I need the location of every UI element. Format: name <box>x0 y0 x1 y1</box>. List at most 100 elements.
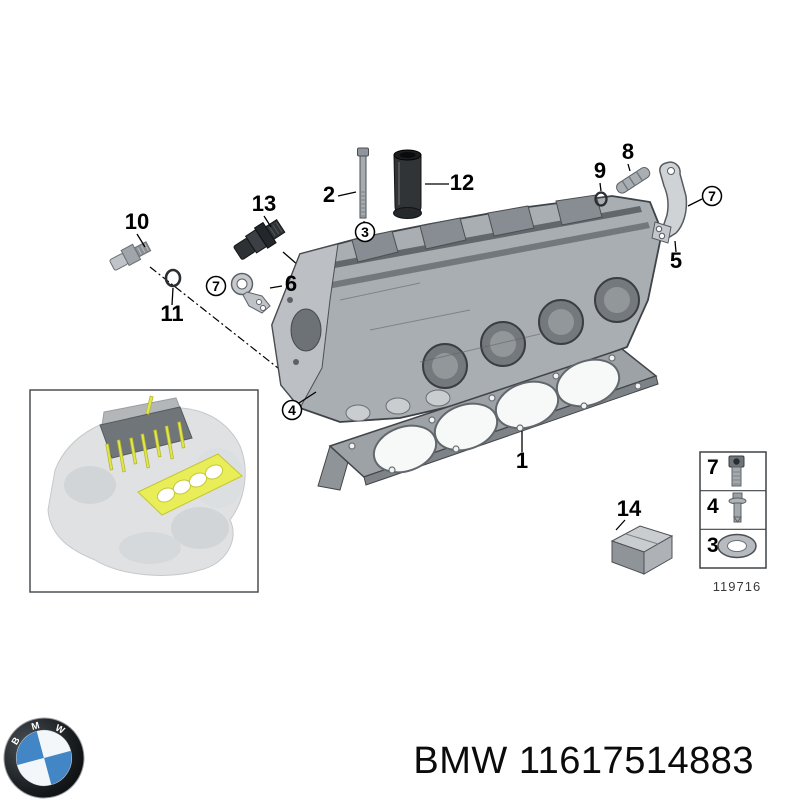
bracket-part-5 <box>651 161 688 244</box>
bolt <box>145 395 154 415</box>
sleeve-opening <box>399 152 416 158</box>
hole <box>580 402 588 410</box>
thread-ridges <box>137 243 149 255</box>
head-bolt-part-2 <box>357 147 369 219</box>
bolt <box>129 437 138 465</box>
bracket-part-6 <box>230 272 271 314</box>
leader-line <box>687 198 703 207</box>
box-seam <box>625 533 659 545</box>
leader-line <box>599 182 602 192</box>
rib-line <box>339 282 421 301</box>
socket-head-bolt-icon <box>728 455 745 487</box>
bolt <box>164 425 174 460</box>
engine-detail <box>64 466 116 504</box>
callout-circle-7-right <box>701 185 723 207</box>
leader-line <box>136 233 146 248</box>
flange-bolt-icon <box>728 492 747 523</box>
leader-line <box>263 215 272 228</box>
leader-line <box>298 391 317 404</box>
camshaft-rail-2 <box>310 222 650 292</box>
rib-line <box>419 333 541 363</box>
cylinder-head-drawing <box>271 194 663 423</box>
leader-line <box>337 191 357 197</box>
leader-line <box>171 287 174 306</box>
gasket-hole <box>204 464 224 480</box>
bolt <box>116 439 126 473</box>
callout-7-left: 7 <box>212 278 220 294</box>
hole <box>608 354 616 362</box>
hole <box>260 305 266 311</box>
legend-ref-3: 3 <box>707 534 719 557</box>
o-ring-part-9 <box>594 191 608 207</box>
leader-line <box>627 163 631 172</box>
ring-hole <box>236 278 248 290</box>
washer-hole <box>727 540 747 552</box>
cam-bore-inner <box>604 287 630 313</box>
bolt <box>177 421 186 449</box>
callout-13: 13 <box>252 191 276 216</box>
bolt-dot <box>293 359 299 365</box>
sleeve-flange <box>393 207 422 219</box>
callouts: 10 11 13 2 12 9 8 5 6 1 14 7 7 3 4 <box>125 139 723 531</box>
camshaft-rail <box>300 206 642 274</box>
bolt <box>105 443 114 471</box>
fastener-legend: 7 4 3 119716 <box>699 451 767 594</box>
sleeve-part-12 <box>393 149 422 219</box>
hole <box>388 466 396 474</box>
fitting-body <box>616 167 651 194</box>
timing-face-opening <box>290 308 322 352</box>
callout-5: 5 <box>670 248 682 273</box>
callout-10: 10 <box>125 209 149 234</box>
callout-circle-4 <box>281 399 303 421</box>
sensor-part-10 <box>109 241 152 271</box>
plug-well <box>385 397 411 415</box>
callout-12: 12 <box>450 170 474 195</box>
drawing-number: 119716 <box>713 579 761 594</box>
quadrant-blue-tl <box>16 731 44 766</box>
hole <box>452 445 460 453</box>
threads <box>360 191 366 217</box>
exploded-parts-diagram: 7 4 3 119716 10 11 13 2 12 <box>29 139 767 594</box>
quadrant-white-tr <box>36 730 71 758</box>
hole <box>552 372 560 380</box>
rib-line <box>369 309 471 331</box>
inset-highlight-bolts <box>105 395 186 473</box>
callout-9: 9 <box>594 158 606 183</box>
callout-2: 2 <box>323 182 335 207</box>
bmw-roundel-logo: B M W <box>3 717 85 799</box>
leader-line <box>615 519 626 531</box>
gasket-bore <box>555 358 621 408</box>
callout-7-right: 7 <box>708 188 716 204</box>
quadrant-blue-br <box>44 750 72 785</box>
bolt-head <box>357 147 369 157</box>
callout-3: 3 <box>361 224 369 240</box>
part-number-text: BMW 11617514883 <box>413 740 754 782</box>
fitting-part-8 <box>616 167 651 194</box>
bolt <box>140 433 150 469</box>
legend-ref-7: 7 <box>707 456 719 479</box>
plug-well <box>425 389 451 407</box>
leader-line <box>674 240 677 253</box>
head-gasket-drawing <box>317 348 659 491</box>
thread-ridges <box>268 222 283 237</box>
roundel: B M W <box>3 717 85 799</box>
hole <box>348 442 356 450</box>
washer-icon <box>717 533 757 559</box>
callout-1: 1 <box>516 448 528 473</box>
hole <box>428 416 436 424</box>
legend-ref-4: 4 <box>707 495 719 518</box>
leader-line <box>269 285 283 289</box>
cam-bore-inner <box>490 331 516 357</box>
gasket-bores <box>372 358 621 474</box>
callout-circle-3 <box>354 221 376 243</box>
cam-bores <box>422 277 640 389</box>
cam-tower <box>419 217 467 250</box>
cam-tower <box>487 205 535 237</box>
hole <box>516 424 524 432</box>
hook-hole <box>667 167 675 175</box>
cam-bore-inner <box>548 309 574 335</box>
hole <box>488 394 496 402</box>
engine-detail <box>171 507 229 549</box>
callout-circle-7-left <box>205 275 227 297</box>
